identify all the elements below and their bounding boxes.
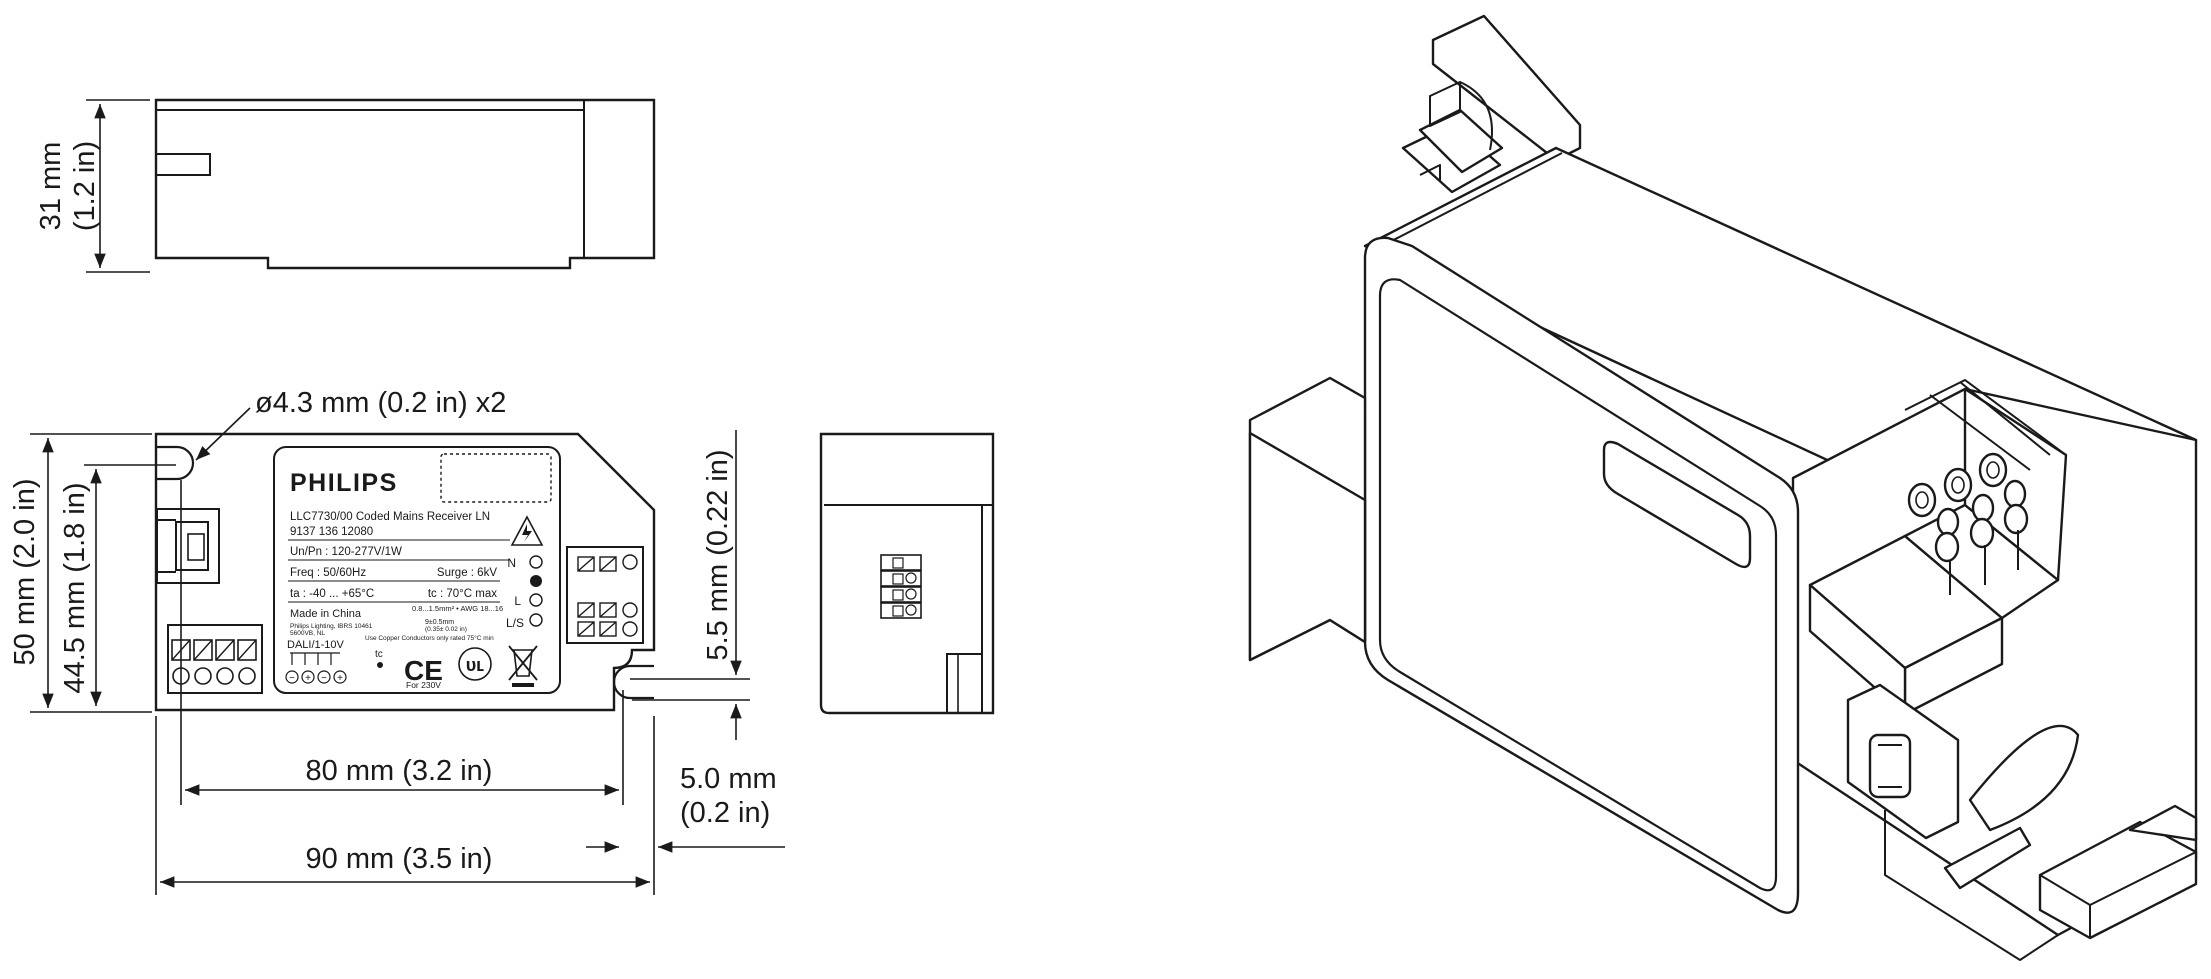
weee-bin-icon [508,645,538,687]
code-text: 9137 136 12080 [290,526,373,538]
high-voltage-icon [510,515,544,546]
front-view: PHILIPS LLC7730/00 Coded Mains Receiver … [9,387,785,895]
brand-logo: PHILIPS [290,469,398,497]
surge-text: Surge : 6kV [437,567,497,579]
dim-hole-label: ø4.3 mm (0.2 in) x2 [255,387,506,419]
dim-height-total-label: 50 mm (2.0 in) [9,479,41,666]
dali-plus-1: + [305,673,311,684]
dim-length-total-label: 90 mm (3.5 in) [306,843,493,875]
strip-spec-text: 9±0.5mm [425,619,454,626]
maker-line2-text: 5600VB, NL [290,630,325,637]
dali-text: DALI/1-10V [287,639,345,651]
made-in-text: Made in China [290,608,362,620]
ta-text: ta : -40 ... +65°C [290,588,374,600]
ul-mark-text: ᴜʟ [466,655,485,675]
dali-terminal-block [167,624,263,694]
terminal-n-label: N [507,556,516,570]
dim-offset-right-mm: 5.0 mm [680,763,777,795]
maker-line1-text: Philips Lighting, IBRS 10461 [290,623,373,630]
mains-terminal-block [566,546,644,644]
rating-text: Un/Pn : 120-277V/1W [290,546,402,558]
ce-mark-icon: CE [404,655,443,686]
dali-minus-1: − [289,673,295,684]
tc-mark-text: tc [375,649,383,660]
model-text: LLC7730/00 Coded Mains Receiver LN [290,511,490,523]
freq-text: Freq : 50/60Hz [290,567,366,579]
dim-height-holes-label: 44.5 mm (1.8 in) [59,482,91,693]
dim-offset-vertical-label: 5.5 mm (0.22 in) [702,449,734,660]
copper-note-text: Use Copper Conductors only rated 75°C mi… [365,634,494,642]
dali-minus-2: − [321,673,327,684]
terminal-l-label: L [514,594,521,608]
dim-height-side-label: 31 mm (1.2 in) [35,141,101,231]
terminal-ls-label: L/S [506,616,524,630]
voltage-note-text: For 230V [406,680,441,690]
dali-plus-2: + [337,673,343,684]
iso-terminal-screws [1904,379,2067,595]
dim-offset-right-in: (0.2 in) [680,797,770,829]
wire-spec-text: 0.8...1.5mm² • AWG 18...16 [412,604,503,613]
tc-point-icon [377,662,383,668]
dim-height-side-mm: 31 mm [35,142,67,231]
isometric-view [1248,14,2198,961]
product-label: PHILIPS LLC7730/00 Coded Mains Receiver … [273,446,561,694]
side-view-top: 31 mm (1.2 in) [35,98,656,273]
tc-text: tc : 70°C max [428,588,497,600]
ul-mark-icon: ᴜʟ [458,647,492,681]
dim-length-holes-label: 80 mm (3.2 in) [306,755,493,787]
dim-height-side-in: (1.2 in) [69,141,101,231]
strip-in-text: (0.35± 0.02 in) [425,626,467,633]
side-view-right [819,432,995,715]
